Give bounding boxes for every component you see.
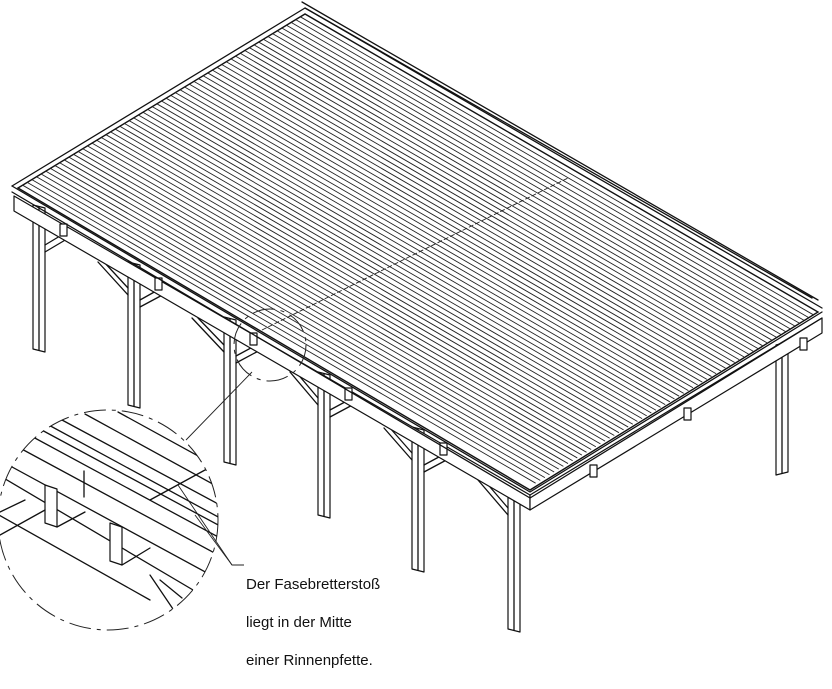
annotation-text: Der Fasebretterstoß liegt in der Mitte e…	[246, 556, 380, 689]
annotation-line-3: einer Rinnenpfette.	[246, 652, 373, 669]
front-beam	[13, 195, 823, 511]
annotation-line-1: Der Fasebretterstoß	[246, 576, 381, 593]
detail-callout	[185, 308, 307, 441]
annotation-line-2: liegt in der Mitte	[246, 614, 352, 631]
carport-diagram: Der Fasebretterstoß liegt in der Mitte e…	[0, 1, 823, 669]
roof	[11, 1, 823, 499]
posts	[32, 204, 789, 633]
detail-view	[0, 409, 244, 631]
carport-drawing	[0, 1, 823, 633]
